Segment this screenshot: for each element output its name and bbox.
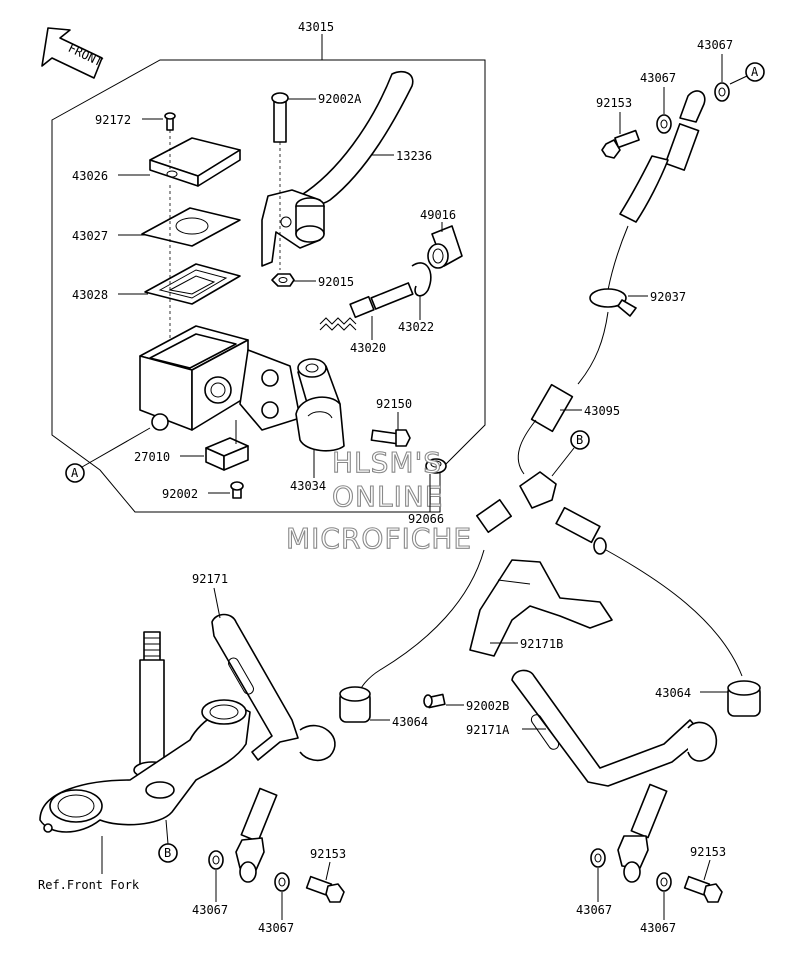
label-43064-left: 43064 [392, 715, 428, 729]
label-92150: 92150 [376, 397, 412, 411]
label-49016: 49016 [420, 208, 456, 222]
plate-43027 [141, 207, 241, 247]
watermark-line-3: MICROFICHE [286, 522, 472, 555]
label-43067-bl1: 43067 [192, 903, 228, 917]
grommet-43064-right [727, 680, 761, 717]
label-92172: 92172 [95, 113, 131, 127]
label-43067-br2: 43067 [640, 921, 676, 935]
hose-fitting-left-lower [208, 787, 290, 892]
label-92171A: 92171A [466, 723, 510, 737]
watermark-line-1: HLSM'S [332, 446, 442, 479]
label-43067-top1: 43067 [697, 38, 733, 52]
front-arrow-icon: FRONT [41, 27, 105, 79]
label-92171B: 92171B [520, 637, 563, 651]
brake-joint [475, 383, 607, 555]
label-43026: 43026 [72, 169, 108, 183]
brake-hose-upper [577, 90, 706, 385]
screw-92002 [230, 481, 244, 499]
diaphragm-43028 [144, 263, 241, 305]
boot-49016 [427, 225, 463, 269]
label-43067-top2: 43067 [640, 71, 676, 85]
label-92153-top: 92153 [596, 96, 632, 110]
bracket-92171A-right [511, 669, 717, 787]
grommet-43064-left [339, 686, 371, 723]
banjo-bolt-92153-bl [305, 875, 345, 903]
svg-text:A: A [751, 65, 759, 79]
svg-text:B: B [164, 846, 171, 860]
label-92153-bl: 92153 [310, 847, 346, 861]
reservoir-cap-43026 [149, 137, 241, 187]
label-43064-right: 43064 [655, 686, 691, 700]
pivot-bolt-92002A [271, 92, 289, 143]
label-92171: 92171 [192, 572, 228, 586]
label-43067-bl2: 43067 [258, 921, 294, 935]
callout-b-left: B [158, 819, 178, 863]
callout-a-left: A [65, 427, 151, 483]
svg-text:B: B [576, 433, 583, 447]
label-43034: 43034 [290, 479, 326, 493]
svg-text:A: A [71, 466, 79, 480]
holder-43034 [295, 396, 345, 452]
piston-assy-43020 [319, 282, 414, 331]
cap-92066 [425, 458, 447, 474]
callout-a-right: A [729, 62, 765, 85]
master-cylinder-body [139, 325, 341, 431]
brake-switch-27010 [205, 420, 249, 471]
callout-labels-upper: 92002A 13236 92172 43026 43027 43028 490… [72, 92, 456, 526]
label-92002A: 92002A [318, 92, 362, 106]
ref-front-fork-caption: Ref.Front Fork [38, 878, 140, 892]
label-43015: 43015 [298, 20, 334, 34]
label-43095: 43095 [584, 404, 620, 418]
circlip-43022 [411, 262, 432, 297]
banjo-washers-top [656, 82, 730, 134]
brake-hose-left-run [353, 549, 485, 701]
bolt-92150 [370, 429, 411, 447]
hose-fitting-right-lower [590, 783, 672, 892]
bracket-92171B [469, 559, 613, 657]
nut-92015 [271, 273, 295, 287]
label-92002B: 92002B [466, 699, 509, 713]
label-43022: 43022 [398, 320, 434, 334]
watermark-line-2: ONLINE [332, 480, 443, 513]
label-13236: 13236 [396, 149, 432, 163]
screw-92172 [164, 112, 176, 131]
label-43020: 43020 [350, 341, 386, 355]
label-27010: 27010 [134, 450, 170, 464]
label-43067-br1: 43067 [576, 903, 612, 917]
bracket-92171-left [211, 613, 336, 762]
label-43028: 43028 [72, 288, 108, 302]
bolt-92002B [423, 693, 446, 709]
label-92015: 92015 [318, 275, 354, 289]
watermark: HLSM'S ONLINE MICROFICHE [285, 445, 472, 555]
label-92066: 92066 [408, 512, 444, 526]
banjo-bolt-92153-top [601, 129, 640, 159]
brake-lever-13236 [261, 70, 414, 267]
banjo-bolt-92153-br [683, 875, 723, 903]
hose-clamp-92037 [589, 288, 637, 317]
callout-b-right: B [551, 430, 590, 477]
label-43027: 43027 [72, 229, 108, 243]
label-92037: 92037 [650, 290, 686, 304]
steering-stem-triple-clamp [39, 631, 251, 833]
label-92002: 92002 [162, 487, 198, 501]
label-92153-br: 92153 [690, 845, 726, 859]
brake-hose-right-run [605, 549, 743, 677]
